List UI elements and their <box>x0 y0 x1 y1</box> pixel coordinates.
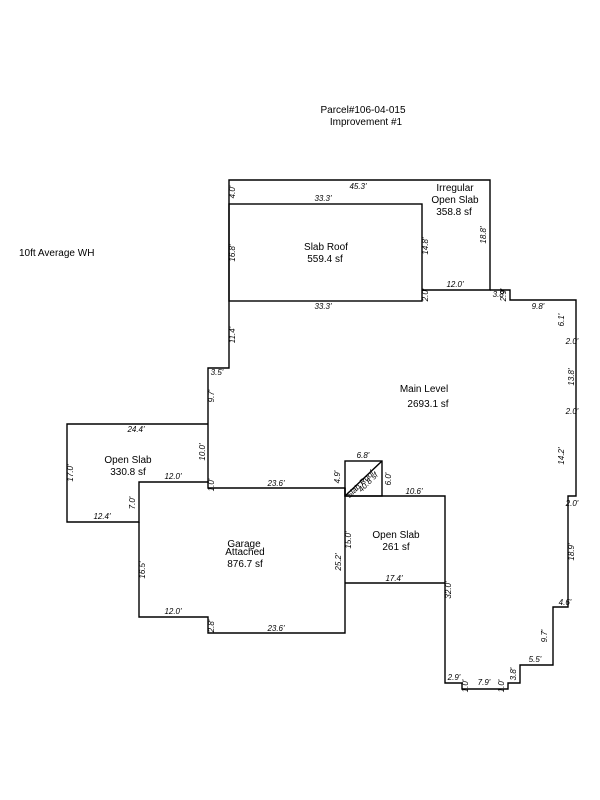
dim-slab-left-16-8: 16.8' <box>228 244 237 262</box>
dim-os-left-17-0: 17.0' <box>66 464 75 482</box>
dim-slab-top-33-3: 33.3' <box>314 194 332 203</box>
dim-small-left-4-9: 4.9' <box>333 470 342 483</box>
dim-right-6-1: 6.1' <box>557 313 566 326</box>
irregular-open-slab-size: 358.8 sf <box>436 207 472 218</box>
dim-right-2-0-b: 2.0' <box>565 407 579 416</box>
garage-title1: Garage <box>227 539 261 550</box>
dim-right-13-8: 13.8' <box>567 368 576 386</box>
slab-roof-small-diagonal <box>344 460 383 497</box>
garage-title2: Attached <box>225 547 264 558</box>
open-slab-center-size: 261 sf <box>382 542 409 553</box>
dim-bottom-1-0-b: 1.0' <box>497 679 506 692</box>
slab-roof-small-outline <box>344 460 383 497</box>
wall-height-note: 10ft Average WH <box>19 248 94 259</box>
dim-os-step-7-0: 7.0' <box>128 496 137 509</box>
main-level-size: 2693.1 sf <box>407 399 448 410</box>
improvement-label: Improvement #1 <box>330 117 403 128</box>
irregular-open-slab-title1: Irregular <box>436 183 474 194</box>
dim-irr-right-18-8: 18.8' <box>479 226 488 244</box>
dim-right-18-9: 18.9' <box>567 543 576 561</box>
dim-right-9-7: 9.7' <box>540 629 549 642</box>
dim-left-10-0: 10.0' <box>198 443 207 461</box>
open-slab-left-outline <box>66 423 208 523</box>
dim-right-5-5: 5.5' <box>529 655 542 664</box>
dim-right-4-6: 4.6' <box>559 598 572 607</box>
slab-roof-outline <box>228 203 423 302</box>
dim-top-45-3: 45.3' <box>349 182 367 191</box>
dim-step-3-8: 3.8' <box>493 290 506 299</box>
dim-left-9-7: 9.7' <box>207 389 216 402</box>
open-slab-center-title: Open Slab <box>372 530 420 541</box>
dim-os-12-0: 12.0' <box>164 472 182 481</box>
dim-garage-bottom-23-6: 23.6' <box>266 624 285 633</box>
dim-right-2-0-a: 2.0' <box>565 337 579 346</box>
dim-bottom-2-9: 2.9' <box>447 673 461 682</box>
dim-bottom-3-8: 3.8' <box>509 667 518 680</box>
dim-osc-bottom-17-4: 17.4' <box>385 574 403 583</box>
dim-osc-left-15-0: 15.0' <box>344 531 353 549</box>
dim-step-2-9: 2.9' <box>499 288 508 302</box>
open-slab-left-size: 330.8 sf <box>110 467 146 478</box>
dim-left-3-5: 3.5' <box>211 368 224 377</box>
open-slab-left-title: Open Slab <box>104 455 152 466</box>
dim-right-14-2: 14.2' <box>557 447 566 465</box>
dim-garage-top-23-6: 23.6' <box>266 479 285 488</box>
dim-irr-bottom-12-0: 12.0' <box>446 280 464 289</box>
irregular-open-slab-title2: Open Slab <box>431 195 479 206</box>
garage-outline <box>138 488 346 634</box>
dim-garage-step-2-8: 2.8' <box>207 619 216 633</box>
garage-size: 876.7 sf <box>227 559 263 570</box>
dim-garage-left-16-5: 16.5' <box>138 561 147 579</box>
dim-left-11-4: 11.4' <box>228 326 237 343</box>
dim-left-32-0: 32.0' <box>444 581 453 599</box>
dim-garage-right-25-2: 25.2' <box>334 553 343 572</box>
dim-step-1-0: 1.0' <box>207 478 216 491</box>
dim-osc-top-10-6: 10.6' <box>405 487 423 496</box>
dim-slab-right-14-8: 14.8' <box>421 237 430 255</box>
parcel-label: Parcel#106-04-015 <box>320 105 405 116</box>
dim-small-top-6-8: 6.8' <box>357 451 370 460</box>
dim-right-9-8: 9.8' <box>532 302 545 311</box>
dim-os-top-24-4: 24.4' <box>126 425 145 434</box>
main-level-outline <box>207 289 577 690</box>
dim-top-4-0: 4.0' <box>228 185 237 198</box>
slab-roof-size: 559.4 sf <box>307 254 343 265</box>
dim-os-bottom-12-4: 12.4' <box>93 512 111 521</box>
dim-bottom-7-9: 7.9' <box>478 678 491 687</box>
main-level-title: Main Level <box>400 384 448 395</box>
dim-slab-bottom-33-3: 33.3' <box>314 302 332 311</box>
dim-garage-bottom-12-0: 12.0' <box>164 607 182 616</box>
dim-step-2-0: 2.0' <box>421 288 430 302</box>
slab-roof-title: Slab Roof <box>304 242 348 253</box>
dim-right-2-0-c: 2.0' <box>565 499 579 508</box>
dim-small-right-6-0: 6.0' <box>384 472 393 485</box>
dim-bottom-1-0-a: 1.0' <box>461 679 470 692</box>
